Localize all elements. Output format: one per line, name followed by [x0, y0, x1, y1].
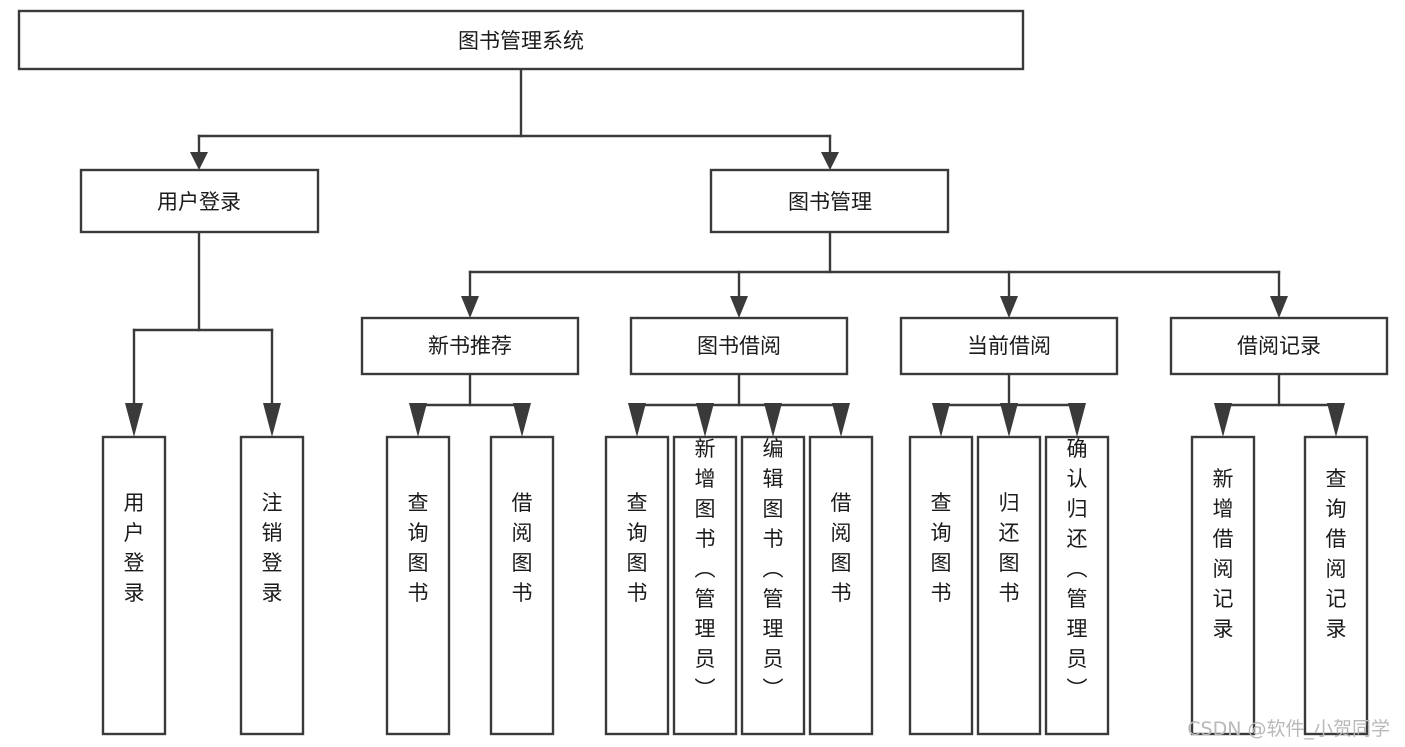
arrow-borrow-leaf-1	[628, 403, 646, 437]
node-root-label: 图书管理系统	[458, 29, 584, 53]
leaf-return-book-box[interactable]	[976, 435, 1042, 736]
leaf-node-user-login[interactable]: 用户登录	[101, 435, 167, 736]
leaf-query-book-3-box[interactable]	[908, 435, 974, 736]
leaf-node-borrow-book-2[interactable]: 借阅图书	[808, 435, 874, 736]
leaf-query-book-3-label: 查询图书	[931, 491, 952, 605]
leaf-confirm-return-box[interactable]	[1044, 435, 1110, 736]
leaf-user-login-box[interactable]	[101, 435, 167, 736]
leaf-node-query-book-2[interactable]: 查询图书	[604, 435, 670, 736]
arrow-root-to-book-mgmt	[821, 152, 839, 170]
node-book-borrow[interactable]: 图书借阅	[629, 316, 849, 376]
leaf-borrow-book-1-box[interactable]	[489, 435, 555, 736]
leaf-logout-label: 注销登录	[262, 491, 283, 605]
leaf-query-book-1-label: 查询图书	[408, 491, 429, 605]
arrow-current-leaf-1	[932, 403, 950, 437]
leaf-node-add-book[interactable]: 新增图书︵管理员︶	[672, 435, 738, 736]
leaf-return-book-label: 归还图书	[999, 491, 1020, 605]
arrow-record-leaf-1	[1214, 403, 1232, 437]
node-new-book-recommend-box[interactable]	[360, 316, 580, 376]
leaf-node-return-book[interactable]: 归还图书	[976, 435, 1042, 736]
arrow-current-leaf-3	[1068, 403, 1086, 437]
leaf-user-login-label: 用户登录	[124, 491, 145, 605]
node-book-management[interactable]: 图书管理	[709, 168, 950, 234]
leaf-node-borrow-book-1[interactable]: 借阅图书	[489, 435, 555, 736]
node-new-book-recommend-label: 新书推荐	[428, 334, 512, 358]
leaf-query-book-2-label: 查询图书	[627, 491, 648, 605]
arrow-borrow-leaf-4	[832, 403, 850, 437]
leaf-query-book-1-box[interactable]	[385, 435, 451, 736]
node-root-box[interactable]	[17, 9, 1025, 71]
arrow-borrow-leaf-3	[764, 403, 782, 437]
leaf-borrow-book-2-box[interactable]	[808, 435, 874, 736]
arrow-book-mgmt-to-current	[1000, 296, 1018, 318]
leaf-confirm-return-label: 确认归还︵管理员︶	[1067, 437, 1088, 701]
leaf-borrow-book-1-label: 借阅图书	[512, 491, 533, 605]
arrow-user-login-leaf-2	[263, 403, 281, 437]
node-current-borrow-label: 当前借阅	[967, 334, 1051, 358]
csdn-watermark: CSDN @软件_小贺同学	[1187, 718, 1390, 740]
arrow-current-leaf-2	[1000, 403, 1018, 437]
arrow-book-mgmt-to-borrow	[730, 296, 748, 318]
node-borrow-record-box[interactable]	[1169, 316, 1389, 376]
leaf-add-borrow-record-box[interactable]	[1190, 435, 1256, 736]
node-book-management-box[interactable]	[709, 168, 950, 234]
leaf-node-query-book-3[interactable]: 查询图书	[908, 435, 974, 736]
arrow-book-mgmt-to-new-book	[461, 296, 479, 318]
arrow-record-leaf-2	[1327, 403, 1345, 437]
leaf-node-query-borrow-record[interactable]: 查询借阅记录	[1303, 435, 1369, 736]
arrow-user-login-leaf-1	[125, 403, 143, 437]
node-user-login[interactable]: 用户登录	[79, 168, 320, 234]
leaf-edit-book-box[interactable]	[740, 435, 806, 736]
node-book-borrow-box[interactable]	[629, 316, 849, 376]
leaf-add-borrow-record-label: 新增借阅记录	[1213, 467, 1234, 641]
leaf-add-book-box[interactable]	[672, 435, 738, 736]
node-user-login-box[interactable]	[79, 168, 320, 234]
leaf-query-borrow-record-label: 查询借阅记录	[1326, 467, 1347, 641]
node-book-borrow-label: 图书借阅	[697, 334, 781, 358]
leaf-node-query-book-1[interactable]: 查询图书	[385, 435, 451, 736]
node-borrow-record[interactable]: 借阅记录	[1169, 316, 1389, 376]
node-book-management-label: 图书管理	[788, 190, 872, 214]
arrow-new-book-leaf-1	[409, 403, 427, 437]
leaf-borrow-book-2-label: 借阅图书	[831, 491, 852, 605]
node-root[interactable]: 图书管理系统	[17, 9, 1025, 71]
node-user-login-label: 用户登录	[157, 190, 241, 214]
leaf-add-book-label: 新增图书︵管理员︶	[695, 437, 716, 701]
connector-layer	[125, 67, 1345, 437]
leaf-edit-book-label: 编辑图书︵管理员︶	[763, 437, 784, 701]
leaf-node-confirm-return[interactable]: 确认归还︵管理员︶	[1044, 435, 1110, 736]
leaf-logout-box[interactable]	[239, 435, 305, 736]
arrow-root-to-user-login	[190, 152, 208, 170]
leaf-node-logout[interactable]: 注销登录	[239, 435, 305, 736]
leaf-node-edit-book[interactable]: 编辑图书︵管理员︶	[740, 435, 806, 736]
node-current-borrow[interactable]: 当前借阅	[899, 316, 1119, 376]
arrow-borrow-leaf-2	[696, 403, 714, 437]
arrow-book-mgmt-to-record	[1270, 296, 1288, 318]
arrow-new-book-leaf-2	[513, 403, 531, 437]
node-borrow-record-label: 借阅记录	[1237, 334, 1321, 358]
node-new-book-recommend[interactable]: 新书推荐	[360, 316, 580, 376]
leaf-query-borrow-record-box[interactable]	[1303, 435, 1369, 736]
leaf-query-book-2-box[interactable]	[604, 435, 670, 736]
leaf-node-add-borrow-record[interactable]: 新增借阅记录	[1190, 435, 1256, 736]
node-current-borrow-box[interactable]	[899, 316, 1119, 376]
